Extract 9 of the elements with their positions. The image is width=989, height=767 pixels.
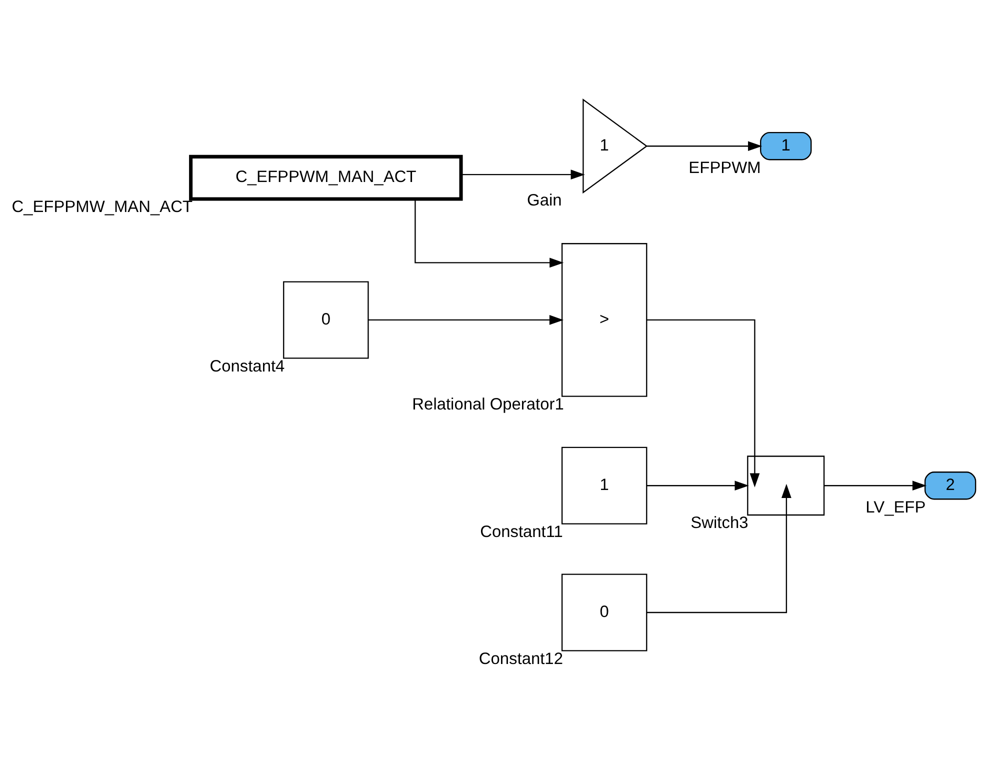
node-label: LV_EFP: [866, 498, 926, 516]
node-label: C_EFPPMW_MAN_ACT: [12, 198, 193, 216]
node-label: EFPPWM: [688, 158, 761, 176]
node-label: Gain: [527, 191, 562, 210]
node-label: Constant12: [478, 649, 563, 668]
node-label: Constant11: [480, 522, 563, 540]
node-label: Relational Operator1: [412, 394, 564, 413]
node-label: Switch3: [690, 514, 748, 532]
node-label: Constant4: [210, 356, 285, 375]
